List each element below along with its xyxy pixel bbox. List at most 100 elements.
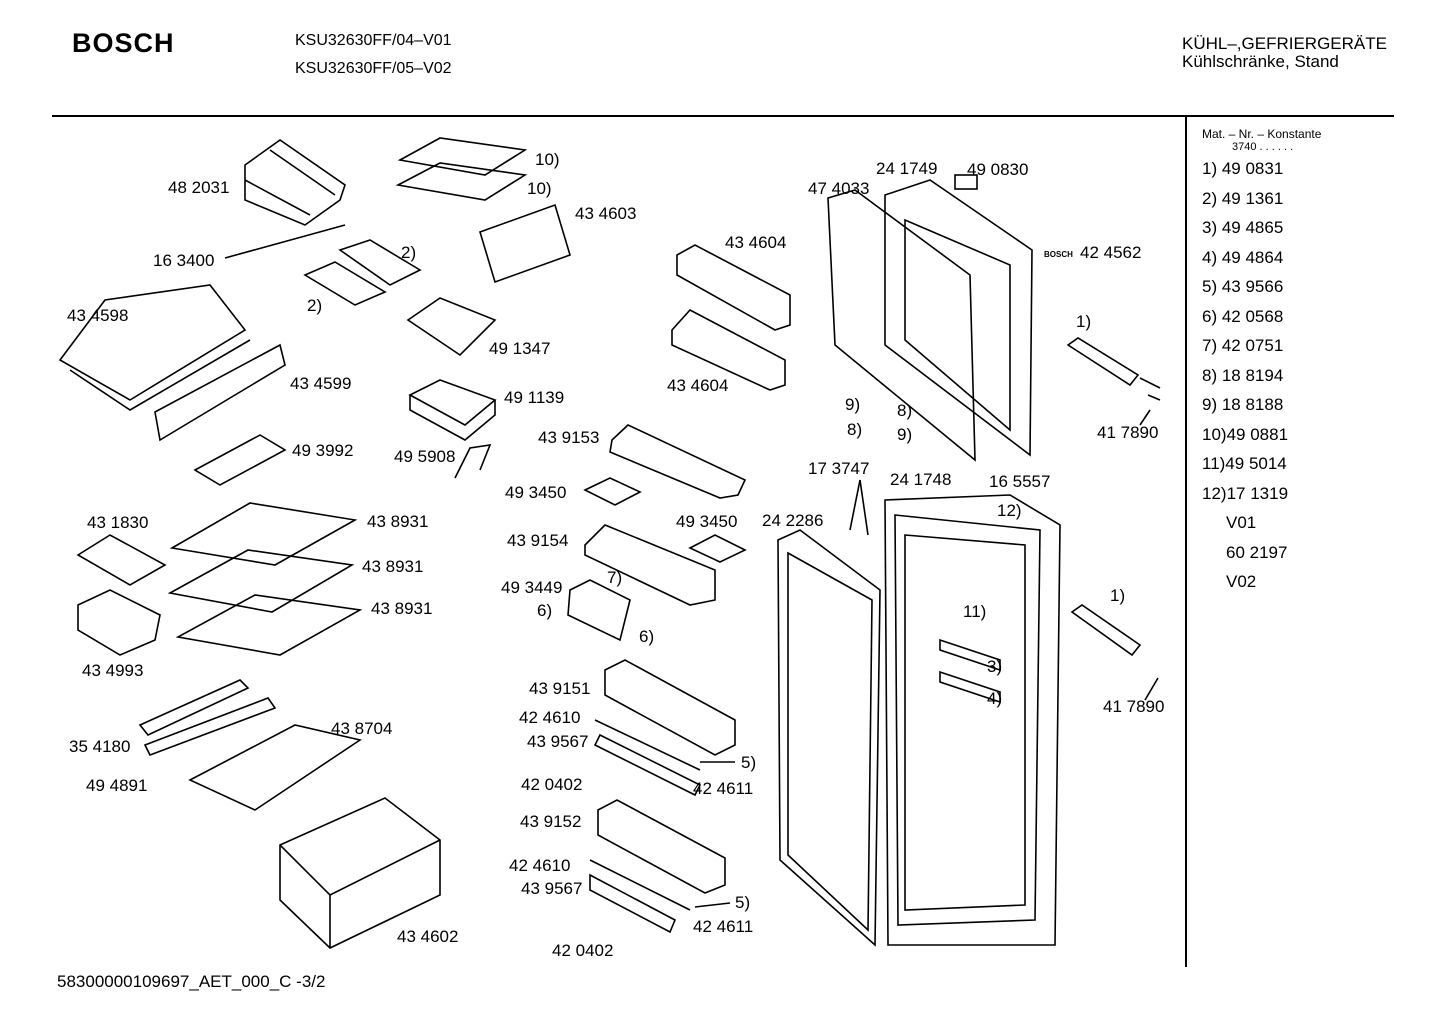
- leader-line: [1139, 409, 1151, 426]
- part-callout: 10): [535, 150, 560, 169]
- part-callout: 12): [997, 501, 1022, 520]
- part-cover-panel: [479, 203, 571, 284]
- part-callout: 43 9151: [529, 679, 591, 698]
- part-callout: 42 0402: [521, 775, 583, 794]
- part-callout: 49 3450: [505, 483, 567, 502]
- legend-item: 1) 49 0831: [1202, 159, 1284, 178]
- part-callout: 10): [527, 179, 552, 198]
- category-title: KÜHL–,GEFRIERGERÄTE: [1182, 34, 1387, 53]
- part-callout: 43 4993: [82, 661, 144, 680]
- part-callout: 7): [607, 568, 623, 587]
- part-ice-box: [408, 379, 497, 441]
- part-glass-shelf: [167, 502, 363, 656]
- part-callout: 49 1347: [489, 339, 551, 358]
- part-clip: [454, 444, 492, 479]
- legend-item: 4) 49 4864: [1202, 247, 1284, 267]
- part-crisper-cover: [188, 724, 362, 811]
- part-callout: 43 4602: [397, 927, 459, 946]
- part-flap: [567, 579, 631, 642]
- part-callout: 43 4604: [725, 233, 787, 252]
- part-callout: 8): [847, 420, 863, 439]
- part-callout: 48 2031: [168, 178, 230, 197]
- leader-line: [224, 224, 346, 259]
- part-freezer-drawer: [58, 284, 251, 411]
- part-callout: 43 8931: [367, 512, 429, 531]
- part-callout: 43 4599: [290, 374, 352, 393]
- legend-item: 5) 43 9566: [1202, 277, 1284, 296]
- part-callout: 43 8931: [371, 599, 433, 618]
- legend-item: 6) 42 0568: [1202, 306, 1284, 326]
- part-callout: 16 5557: [989, 472, 1051, 491]
- legend-item: 2) 49 1361: [1202, 188, 1284, 208]
- part-callout: 43 8931: [362, 557, 424, 576]
- part-door-gasket: [777, 529, 881, 947]
- part-freezer-door: [827, 174, 1033, 462]
- part-callout: 43 8704: [331, 719, 393, 738]
- part-callout: 43 4604: [667, 376, 729, 395]
- part-callout: 24 2286: [762, 511, 824, 530]
- part-callout: 6): [537, 601, 553, 620]
- part-callout: 43 1830: [87, 513, 149, 532]
- part-callout: 49 3450: [676, 512, 738, 531]
- part-callout: 43 9154: [507, 531, 569, 550]
- leader-line: [1144, 677, 1159, 701]
- part-vent-strip: [138, 679, 277, 757]
- part-butter-compartment: [584, 524, 716, 606]
- legend-item: 12)17 1319: [1202, 483, 1289, 503]
- legend-item: 11)49 5014: [1202, 454, 1287, 473]
- part-egg-tray: [583, 477, 747, 563]
- part-callout: 4): [987, 689, 1003, 708]
- part-callout: 43 9153: [538, 428, 600, 447]
- part-callout: 49 0830: [967, 160, 1029, 179]
- part-callout: 1): [1110, 586, 1126, 605]
- part-freezer-flap: [244, 139, 346, 226]
- part-door-bin: [593, 659, 736, 797]
- part-callout: 9): [897, 425, 913, 444]
- part-callout: 49 3992: [292, 441, 354, 460]
- part-callout: 5): [735, 893, 751, 912]
- part-callout: 42 4562: [1080, 243, 1142, 262]
- part-callout: 49 1139: [504, 388, 565, 407]
- part-tray-holder: [406, 297, 497, 357]
- part-callout: 43 9567: [527, 732, 589, 751]
- part-door-bin: [589, 799, 726, 934]
- part-callout: 42 0402: [552, 941, 614, 960]
- part-callout: 3): [987, 657, 1003, 676]
- legend-variant: V01: [1226, 513, 1257, 532]
- model-number: KSU32630FF/05–V02: [295, 60, 452, 77]
- part-callout: 35 4180: [69, 737, 131, 756]
- part-drawer-front: [154, 343, 286, 442]
- part-callout: 42 4610: [509, 856, 571, 875]
- part-callout: 5): [741, 753, 757, 772]
- part-small-drawer: [77, 589, 161, 656]
- legend-variant: V02: [1226, 572, 1257, 591]
- part-bottle-rack: [193, 434, 287, 486]
- part-fridge-door: [884, 494, 1061, 946]
- leader-line: [694, 902, 731, 908]
- part-door-shelf-small: [609, 424, 747, 499]
- part-callout: 47 4033: [808, 179, 870, 198]
- legend-item: 10)49 0881: [1202, 424, 1289, 444]
- part-callout: 49 3449: [501, 578, 563, 597]
- legend-item: 7) 42 0751: [1202, 336, 1284, 355]
- part-callout: 43 9567: [521, 879, 583, 898]
- part-callout: 41 7890: [1097, 423, 1159, 442]
- part-callout: 8): [897, 401, 913, 420]
- legend-heading: Mat. – Nr. – Konstante: [1202, 127, 1322, 141]
- parts-legend: Mat. – Nr. – Konstante 3740 . . . . . . …: [1202, 127, 1321, 597]
- part-callout: 24 1748: [890, 470, 952, 489]
- part-callout: 1): [1076, 312, 1092, 331]
- brand-logo: BOSCH: [72, 28, 175, 58]
- part-callout: 2): [307, 296, 323, 315]
- part-callout: 24 1749: [876, 159, 938, 178]
- part-door-shelf: [671, 244, 791, 391]
- part-crisper-drawer: [279, 797, 441, 949]
- part-callout: 6): [639, 627, 655, 646]
- part-grid-shelf: [395, 137, 528, 201]
- part-callout: 17 3747: [808, 459, 870, 478]
- legend-item: 9) 18 8188: [1202, 395, 1284, 414]
- part-small-tray: [76, 534, 167, 586]
- model-number: KSU32630FF/04–V01: [295, 32, 452, 49]
- part-callout: 49 5908: [394, 447, 456, 466]
- leader-line: [849, 479, 861, 531]
